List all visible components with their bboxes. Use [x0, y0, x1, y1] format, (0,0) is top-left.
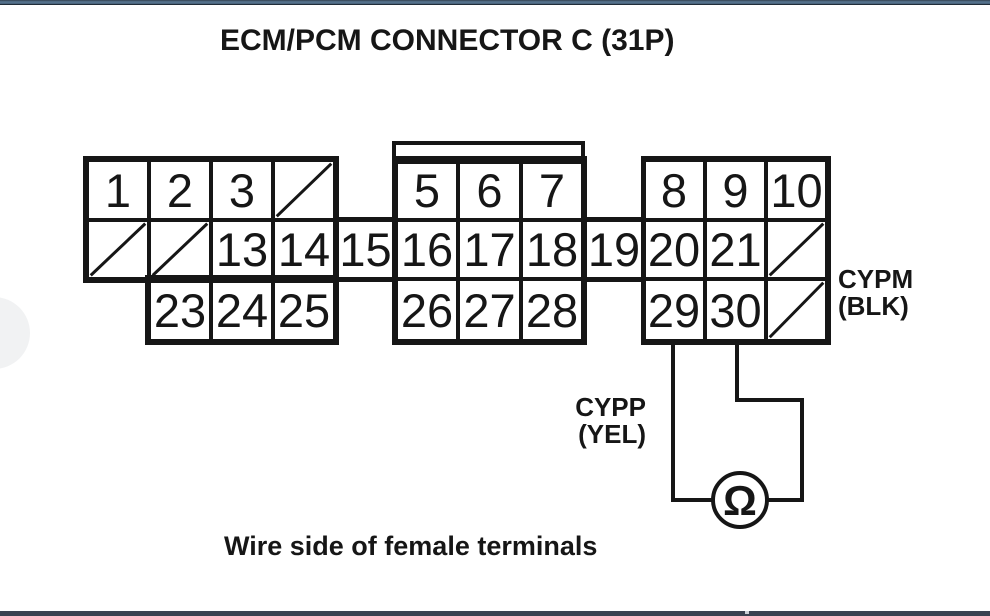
label-cypp: CYPP (YEL) — [540, 394, 646, 448]
label-cypm: CYPM (BLK) — [838, 266, 913, 320]
strip19-bottom-edge — [583, 277, 645, 282]
empty-pin-cell — [766, 279, 827, 341]
wire-pin29-vertical — [671, 341, 675, 502]
pin-cell-18: 18 — [521, 220, 583, 279]
pin-cell-27: 27 — [458, 279, 521, 341]
pin-cell-3: 3 — [211, 160, 273, 220]
ohm-symbol: Ω — [723, 477, 757, 524]
pin-cell-24: 24 — [211, 279, 273, 341]
pin-cell-5: 5 — [396, 160, 458, 220]
strip15-bottom-edge — [335, 277, 396, 282]
pin-cell-16: 16 — [396, 220, 458, 279]
pin-cell-21: 21 — [705, 220, 766, 279]
pin-cell-1: 1 — [87, 160, 149, 220]
pin-cell-20: 20 — [643, 220, 705, 279]
pin-cell-2: 2 — [149, 160, 211, 220]
pin-cell-17: 17 — [458, 220, 521, 279]
wire-pin30-horizontal1 — [735, 398, 804, 402]
empty-pin-cell — [273, 160, 335, 220]
pin-cell-13: 13 — [211, 220, 273, 279]
wire-pin30-vertical1 — [735, 341, 739, 402]
diagram-title: ECM/PCM CONNECTOR C (31P) — [220, 24, 675, 57]
label-cypm-line1: CYPM — [838, 264, 914, 294]
label-cypp-line2: (YEL) — [578, 419, 646, 449]
pin-cell-15: 15 — [335, 220, 396, 279]
watermark-circle — [0, 297, 30, 369]
pin-cell-9: 9 — [705, 160, 766, 220]
bottom-bar-tick — [745, 611, 749, 614]
pin-cell-25: 25 — [273, 279, 335, 341]
pin-cell-28: 28 — [521, 279, 583, 341]
wire-pin29-horizontal — [671, 498, 714, 502]
label-cypm-line2: (BLK) — [838, 291, 909, 321]
window-bottom-bar — [0, 611, 990, 616]
pin-cell-23: 23 — [149, 279, 211, 341]
pin-cell-6: 6 — [458, 160, 521, 220]
wire-pin30-horizontal2 — [764, 498, 804, 502]
strip19-top-edge — [583, 217, 645, 222]
pin-cell-7: 7 — [521, 160, 583, 220]
pin-cell-8: 8 — [643, 160, 705, 220]
empty-pin-cell — [87, 220, 149, 279]
pin-cell-14: 14 — [273, 220, 335, 279]
footer-caption: Wire side of female terminals — [224, 531, 598, 561]
pin-cell-19: 19 — [583, 220, 645, 279]
empty-pin-cell — [766, 220, 827, 279]
label-cypp-line1: CYPP — [575, 392, 646, 422]
pin-cell-30: 30 — [705, 279, 766, 341]
window-top-bar — [0, 0, 990, 5]
pin-cell-10: 10 — [766, 160, 827, 220]
pin-cell-26: 26 — [396, 279, 458, 341]
ohmmeter-circle: Ω — [711, 471, 769, 529]
strip15-top-edge — [335, 217, 396, 222]
wire-pin30-vertical2 — [800, 398, 804, 502]
pin-cell-29: 29 — [643, 279, 705, 341]
empty-pin-cell — [149, 220, 211, 279]
